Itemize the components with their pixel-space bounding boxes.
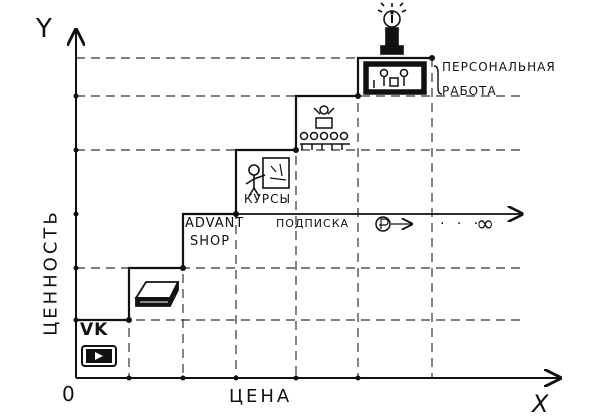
subscription-label: ПОДПИСКА <box>276 217 350 230</box>
axis-ticks <box>73 93 361 381</box>
staircase-line <box>76 56 432 322</box>
y-axis-title: ЦЕННОСТЬ <box>40 209 62 336</box>
personal-work-label-line2: РАБОТА <box>442 84 497 98</box>
axes <box>76 30 560 378</box>
continuation-dots: · · · <box>440 216 483 232</box>
book-icon <box>134 281 180 307</box>
ruble-coin-icon <box>375 216 412 232</box>
infinity-symbol: ∞ <box>476 212 496 237</box>
lightbulb-on-pedestal-icon <box>377 2 407 55</box>
origin-label: 0 <box>62 382 76 406</box>
teacher-at-board-icon <box>245 157 290 197</box>
advantshop-label-line1: ADVANT <box>185 216 245 231</box>
x-axis-title: ЦЕНА <box>229 386 293 407</box>
vk-logo-text: VK <box>80 320 109 340</box>
personal-bracket <box>433 65 443 95</box>
conference-audience-icon <box>299 105 350 150</box>
y-axis-letter: Y <box>36 14 53 44</box>
personal-session-icon <box>363 61 427 95</box>
personal-work-label-line1: ПЕРСОНАЛЬНАЯ <box>442 60 556 74</box>
courses-label: КУРСЫ <box>244 192 292 206</box>
advantshop-label-line2: SHOP <box>190 234 231 249</box>
x-axis-letter: X <box>532 390 550 418</box>
vk-logo-icon <box>81 345 117 367</box>
